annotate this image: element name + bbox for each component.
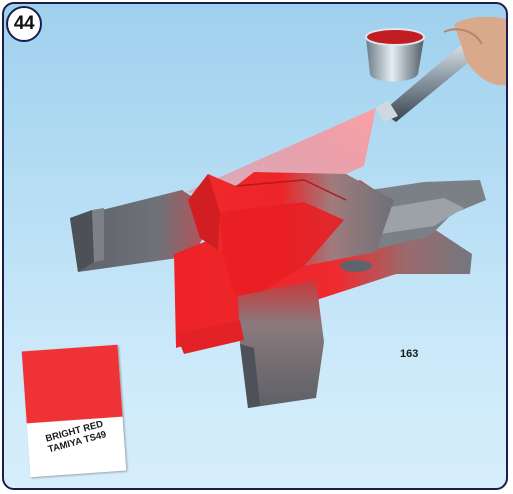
paint-swatch-card: BRIGHT RED TAMIYA TS49 <box>22 345 127 477</box>
step-number-badge: 44 <box>6 6 42 42</box>
paint-color-sample <box>22 345 123 424</box>
instruction-panel: 44 163 BRIGHT RED TAMIYA TS49 <box>2 2 508 490</box>
step-number: 44 <box>14 13 34 35</box>
part-number-label: 163 <box>400 348 418 360</box>
airbrush-icon <box>366 17 508 122</box>
